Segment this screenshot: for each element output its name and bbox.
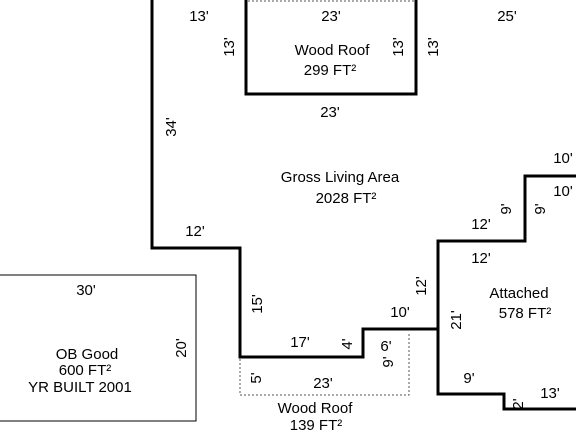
dim-wood-top-top: 23' — [321, 8, 341, 25]
dim-gla-right-lower: 12' — [413, 276, 430, 296]
dim-att-bottom-notch: 2' — [510, 398, 527, 409]
attached-outline — [436, 327, 576, 411]
gla-name: Gross Living Area — [281, 169, 400, 186]
dim-wood-bot-right2: 9' — [380, 356, 397, 367]
ob-outline — [0, 274, 197, 422]
wood-roof-bottom-outline — [239, 333, 410, 396]
dim-gla-notch-top: 10' — [390, 304, 410, 321]
dim-gla-step-side: 15' — [249, 294, 266, 314]
dim-att-inner-top: 12' — [471, 250, 491, 267]
ob-area: 600 FT² — [59, 362, 112, 379]
wood-roof-top-outline — [244, 0, 418, 96]
dim-gla-right-step-side: 9' — [498, 203, 515, 214]
dim-wood-top-bottom: 23' — [320, 104, 340, 121]
dim-gla-left: 34' — [163, 117, 180, 137]
wood-roof-bottom-name: Wood Roof — [278, 400, 354, 417]
dim-wood-bot-left: 5' — [248, 372, 265, 383]
dim-gla-right-top: 10' — [553, 150, 573, 167]
gla-area: 2028 FT² — [316, 190, 377, 207]
gla-outline — [150, 0, 576, 359]
dim-att-bottom-side: 9' — [463, 370, 474, 387]
attached-name: Attached — [489, 285, 548, 302]
dim-wood-bot-bottom: 23' — [313, 375, 333, 392]
dim-gla-step-top: 12' — [185, 223, 205, 240]
dim-att-left: 21' — [448, 310, 465, 330]
dim-wood-top-left: 13' — [221, 37, 238, 57]
dim-ob-right: 20' — [173, 338, 190, 358]
dim-wood-bot-right: 6' — [380, 338, 391, 355]
ob-year: YR BUILT 2001 — [28, 379, 132, 396]
wood-roof-top-area: 299 FT² — [304, 62, 357, 79]
dim-wood-top-right-out: 13' — [425, 37, 442, 57]
dim-wood-top-right-in: 13' — [390, 37, 407, 57]
wood-roof-bottom-area: 139 FT² — [290, 417, 343, 432]
dim-att-right-side: 9' — [532, 203, 549, 214]
dim-att-bottom: 13' — [540, 385, 560, 402]
dim-att-top: 10' — [553, 183, 573, 200]
dim-ob-top: 30' — [76, 282, 96, 299]
ob-name: OB Good — [56, 346, 119, 363]
dim-gla-right-step: 12' — [471, 216, 491, 233]
dim-gla-notch-side: 4' — [339, 338, 356, 349]
wood-roof-top-name: Wood Roof — [295, 42, 371, 59]
dim-gla-bottom: 17' — [290, 334, 310, 351]
dim-gla-top-left: 13' — [189, 8, 209, 25]
attached-area: 578 FT² — [499, 305, 552, 322]
dim-gla-top-right: 25' — [497, 8, 517, 25]
